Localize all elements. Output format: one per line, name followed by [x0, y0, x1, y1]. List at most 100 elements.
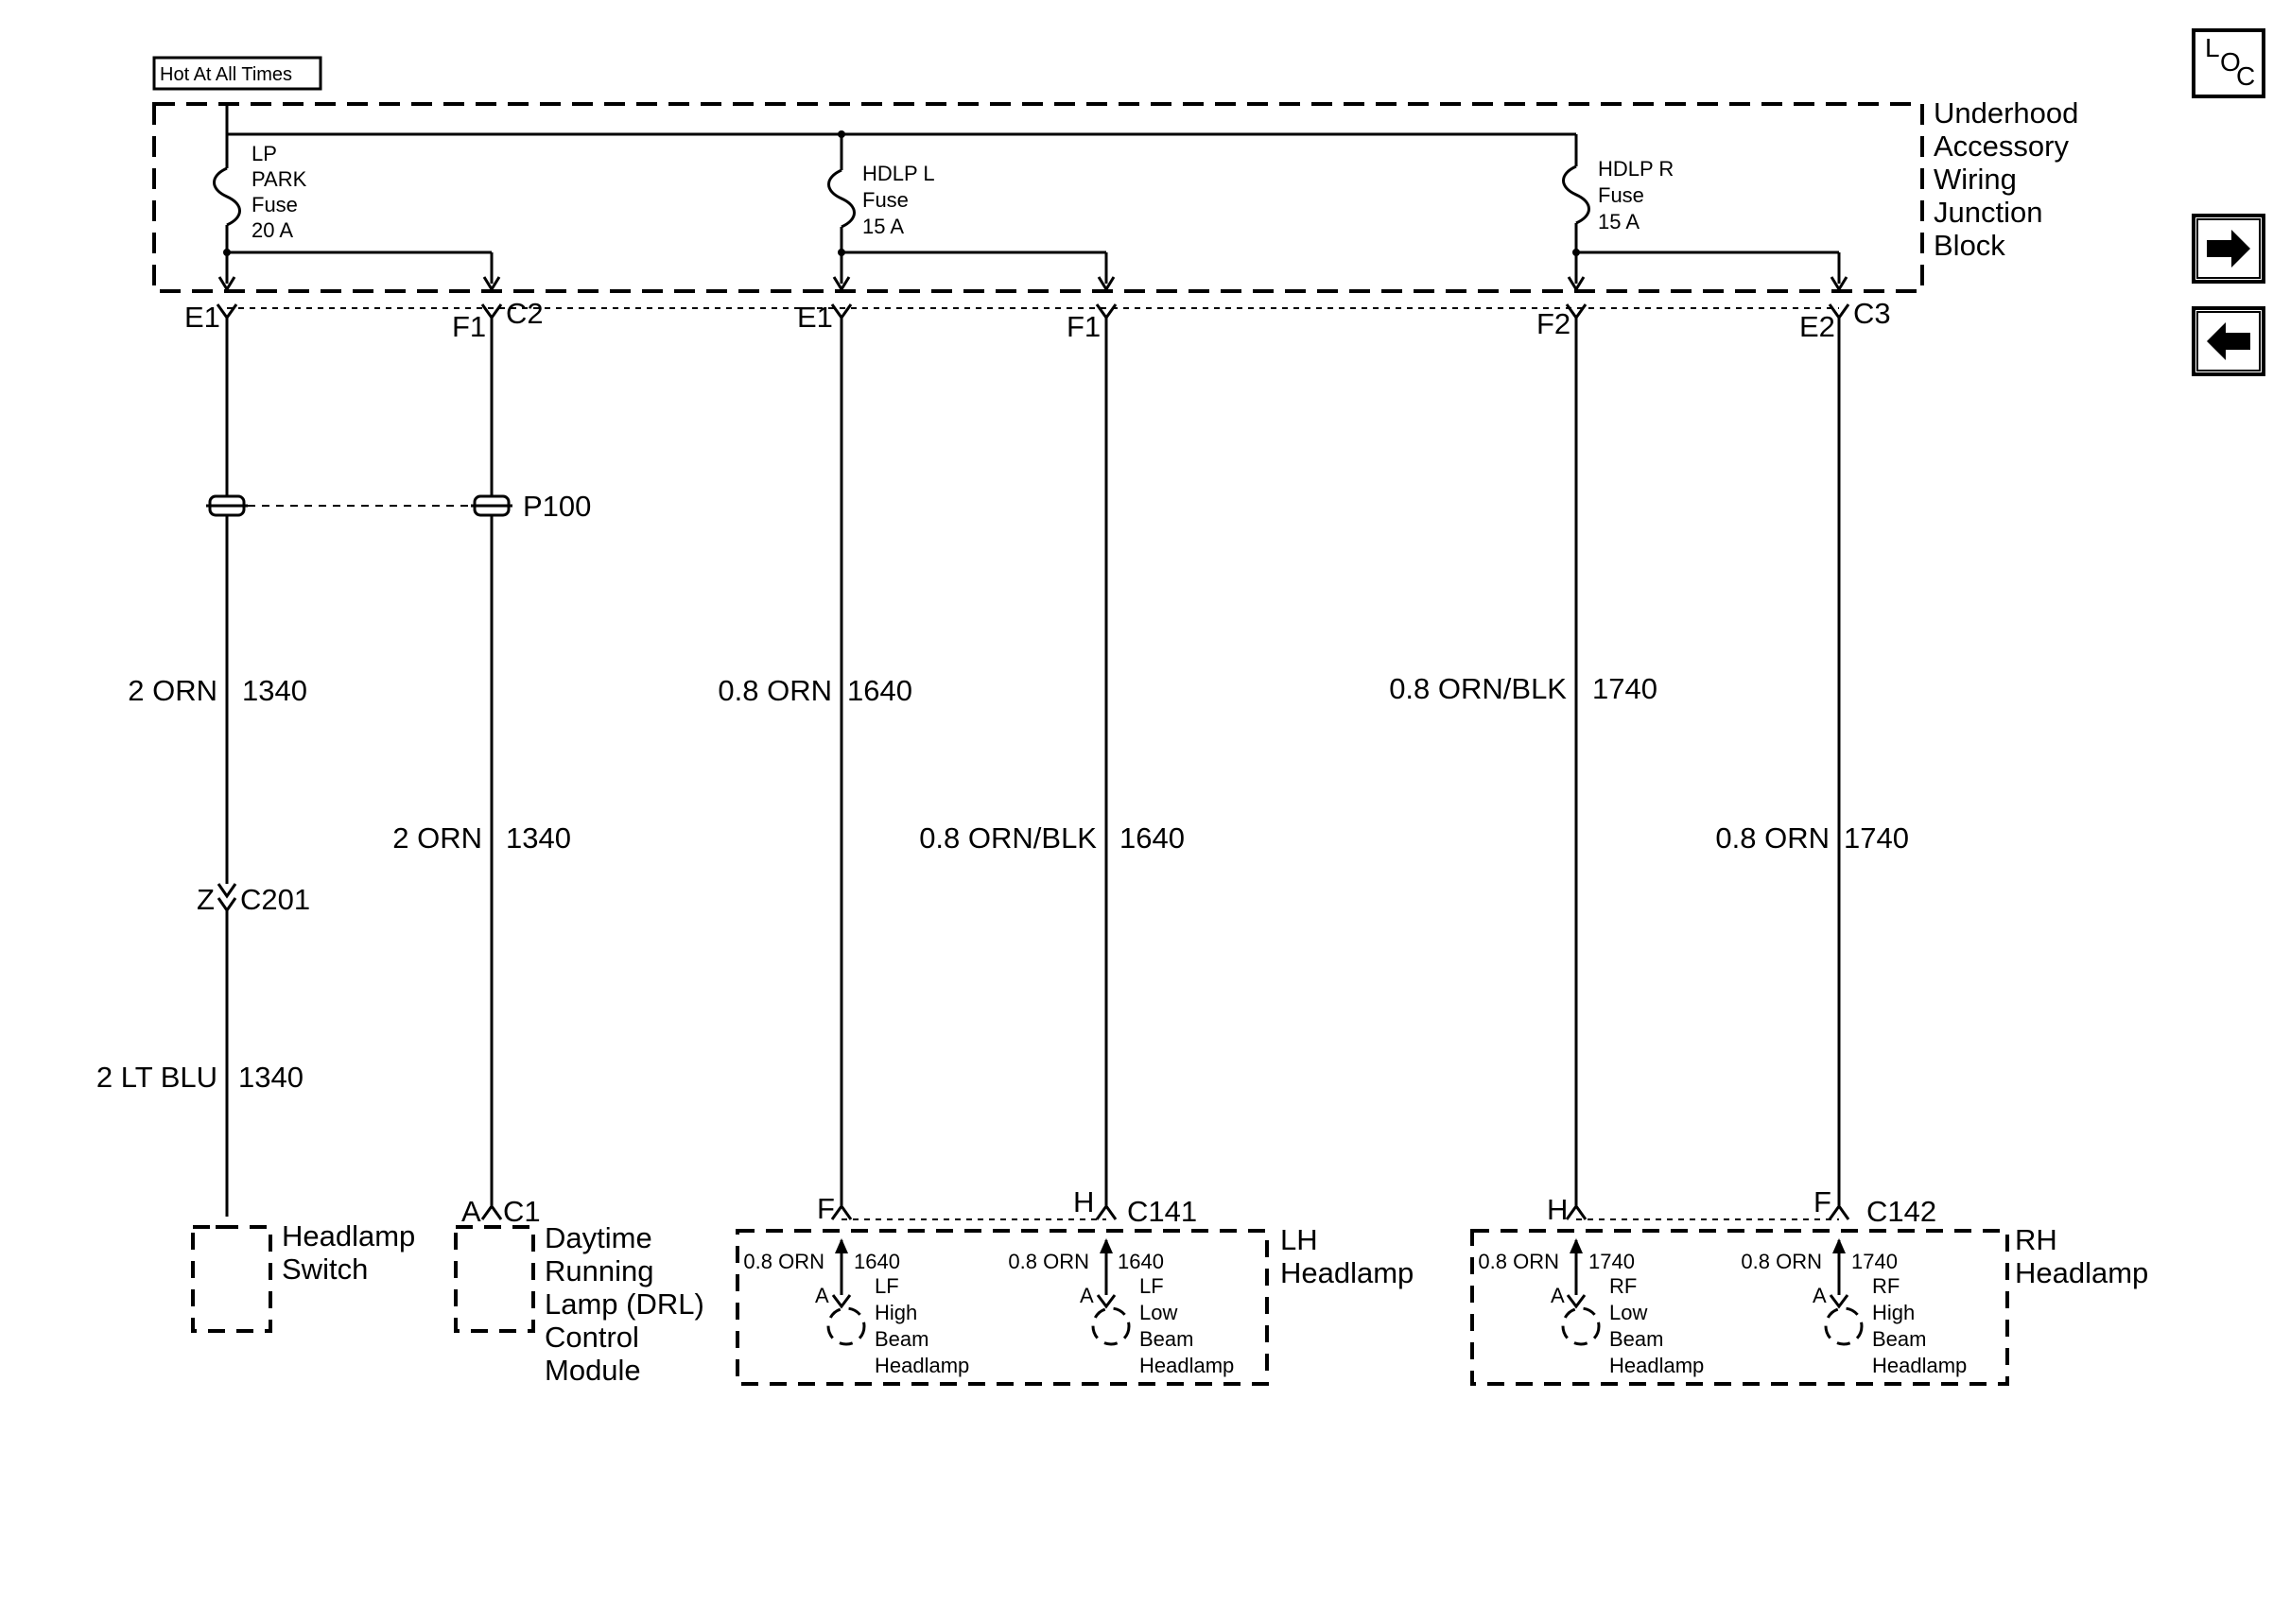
lamp-circuit-label: 1740	[1588, 1250, 1635, 1273]
lamp-name-line: Low	[1139, 1301, 1177, 1324]
lamp-name-line: Low	[1609, 1301, 1647, 1324]
lamp-circuit-label: 1640	[1118, 1250, 1164, 1273]
wire-color-label: 0.8 ORN	[1715, 821, 1830, 855]
component-name-line: Headlamp	[1280, 1256, 1414, 1289]
left-arrow-icon	[2207, 322, 2250, 360]
lamp-name-line: Beam	[875, 1327, 928, 1351]
wire-circuit-label: 1340	[506, 821, 571, 855]
loc-letter: C	[2236, 61, 2255, 91]
inline-connector-c201: Z C201	[197, 883, 310, 916]
wire-color-label: 2 ORN	[392, 821, 482, 855]
fuse-label-line: 20 A	[252, 218, 293, 242]
lh-pin-label: H	[1073, 1185, 1094, 1218]
wire-circuit-label: 1340	[242, 674, 307, 707]
hot-at-all-times-label: Hot At All Times	[152, 56, 322, 91]
junction-block-name-line: Wiring	[1934, 163, 2017, 196]
inline-pin-label: Z	[197, 883, 215, 916]
lamp-wire-label: 0.8 ORN	[1741, 1250, 1822, 1273]
lf-low-beam-lamp: 0.8 ORN 1640 A LF Low Beam Headlamp	[1008, 1238, 1234, 1377]
back-button[interactable]	[2192, 306, 2265, 376]
inline-connector-label: C201	[240, 883, 310, 916]
lamp-pin-label: A	[1080, 1284, 1094, 1307]
wire-circuit-label: 1640	[847, 674, 912, 707]
fuse-label-line: Fuse	[1598, 183, 1644, 207]
lamp-pin-label: A	[1551, 1284, 1565, 1307]
fuse-label-line: Fuse	[862, 188, 909, 212]
wire-color-label: 2 ORN	[128, 674, 217, 707]
lamp-wire-label: 0.8 ORN	[743, 1250, 824, 1273]
pin-label: F1	[452, 310, 486, 343]
lamp-name-line: RF	[1872, 1274, 1900, 1298]
wire-labels: 2 ORN 1340 2 LT BLU 1340 2 ORN 1340 0.8 …	[96, 672, 1909, 1094]
component-name-line: LH	[1280, 1223, 1318, 1256]
lamp-name-line: Headlamp	[1139, 1354, 1234, 1377]
rh-connector-label: C142	[1866, 1195, 1936, 1228]
lamp-circuit-label: 1640	[854, 1250, 900, 1273]
fuse-label-line: LP	[252, 142, 277, 165]
fuse-label-line: HDLP L	[862, 162, 935, 185]
component-name-line: Running	[545, 1254, 653, 1287]
junction-block-name-line: Accessory	[1934, 130, 2069, 163]
component-name-line: Module	[545, 1354, 641, 1387]
block-connector-pins: E1 F1 C2 E1 F1 F2 E2 C3	[184, 297, 1891, 343]
rh-pin-label: H	[1547, 1193, 1568, 1226]
rf-low-beam-lamp: 0.8 ORN 1740 A RF Low Beam Headlamp	[1478, 1238, 1704, 1377]
fuse-lp-park: LP PARK Fuse 20 A	[213, 134, 501, 292]
lamp-wire-label: 0.8 ORN	[1008, 1250, 1089, 1273]
component-name-line: Lamp (DRL)	[545, 1287, 704, 1321]
lamp-name-line: Headlamp	[875, 1354, 969, 1377]
headlamp-switch: Headlamp Switch	[191, 1219, 415, 1333]
right-arrow-icon	[2207, 230, 2250, 268]
fuse-label-line: PARK	[252, 167, 307, 191]
lamp-wire-label: 0.8 ORN	[1478, 1250, 1559, 1273]
lamp-circuit-label: 1740	[1851, 1250, 1898, 1273]
lamp-name-line: High	[875, 1301, 917, 1324]
junction-block: Underhood Accessory Wiring Junction Bloc…	[152, 96, 2078, 293]
lamp-name-line: High	[1872, 1301, 1915, 1324]
rf-high-beam-lamp: 0.8 ORN 1740 A RF High Beam Headlamp	[1741, 1238, 1967, 1377]
lamp-name-line: Beam	[1609, 1327, 1663, 1351]
lh-pin-label: F	[817, 1192, 835, 1225]
drl-connector-label: C1	[503, 1195, 541, 1228]
junction-block-name-line: Block	[1934, 229, 2005, 262]
lh-headlamp: F H C141 LH Headlamp 0.8 ORN 1640 A LF H…	[736, 1185, 1414, 1386]
wire-circuit-label: 1640	[1119, 821, 1185, 855]
pin-label: E1	[797, 301, 833, 334]
connector-label: C2	[506, 297, 544, 330]
lamp-name-line: Beam	[1139, 1327, 1193, 1351]
component-name-line: Headlamp	[2015, 1256, 2148, 1289]
component-name-line: Headlamp	[282, 1219, 415, 1253]
lamp-name-line: LF	[1139, 1274, 1164, 1298]
drl-control-module: A C1 Daytime Running Lamp (DRL) Control …	[454, 1195, 704, 1387]
pin-label: F2	[1536, 307, 1570, 340]
lh-connector-label: C141	[1127, 1195, 1197, 1228]
loc-button[interactable]: L O C	[2192, 28, 2265, 98]
component-name-line: Switch	[282, 1253, 368, 1286]
loc-letter: O	[2220, 47, 2241, 77]
wire-color-label: 0.8 ORN/BLK	[919, 821, 1097, 855]
loc-letter: L	[2205, 33, 2220, 62]
fuse-label-line: 15 A	[1598, 210, 1640, 233]
lf-high-beam-lamp: 0.8 ORN 1640 A LF High Beam Headlamp	[743, 1238, 969, 1377]
wires	[225, 318, 1841, 1217]
pin-label: E1	[184, 301, 220, 334]
lamp-name-line: Headlamp	[1609, 1354, 1704, 1377]
fuse-label-line: Fuse	[252, 193, 298, 216]
rh-headlamp: H F C142 RH Headlamp 0.8 ORN 1740 A RF L…	[1470, 1185, 2148, 1386]
lamp-name-line: Headlamp	[1872, 1354, 1967, 1377]
fuse-label-line: 15 A	[862, 215, 904, 238]
rh-pin-label: F	[1813, 1185, 1831, 1218]
wire-color-label: 2 LT BLU	[96, 1061, 217, 1094]
splice-p100: P100	[206, 490, 591, 523]
hot-label-text: Hot At All Times	[160, 64, 292, 85]
wire-circuit-label: 1740	[1592, 672, 1657, 705]
wire-color-label: 0.8 ORN/BLK	[1389, 672, 1567, 705]
component-name-line: RH	[2015, 1223, 2057, 1256]
fuse-label-line: HDLP R	[1598, 157, 1674, 181]
wire-color-label: 0.8 ORN	[718, 674, 832, 707]
connector-label: C3	[1853, 297, 1891, 330]
lamp-name-line: LF	[875, 1274, 899, 1298]
junction-block-name-line: Underhood	[1934, 96, 2078, 130]
forward-button[interactable]	[2192, 214, 2265, 284]
